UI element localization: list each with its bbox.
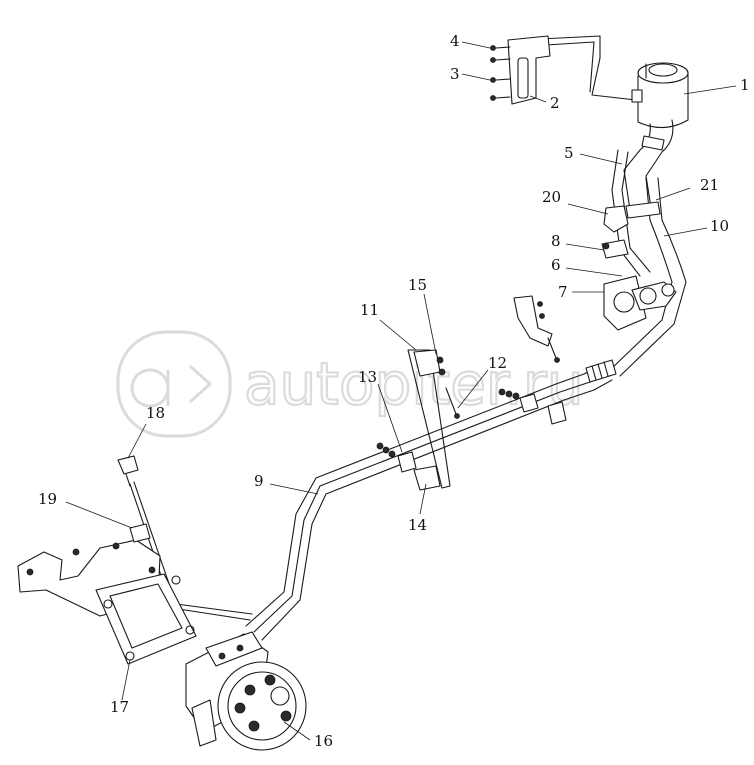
reservoir-bracket (507, 35, 551, 105)
pressure-lines (245, 359, 617, 641)
callout-17: 17 (110, 698, 129, 716)
line-support-bracket (407, 349, 460, 491)
callout-20: 20 (542, 188, 561, 206)
callout-1: 1 (740, 76, 750, 94)
valve-block (601, 239, 677, 331)
callout-5: 5 (564, 144, 574, 162)
hose-10 (609, 177, 673, 371)
callout-6: 6 (551, 256, 561, 274)
callout-19: 19 (38, 490, 57, 508)
callout-16: 16 (314, 732, 333, 750)
mid-bracket (513, 295, 560, 363)
callout-9: 9 (254, 472, 264, 490)
leader-lines (65, 41, 737, 741)
watermark-logo-icon (116, 330, 232, 438)
callout-4: 4 (450, 32, 460, 50)
callout-13: 13 (358, 368, 377, 386)
pump-body (217, 661, 307, 751)
callout-18: 18 (146, 404, 165, 422)
callout-12: 12 (488, 354, 507, 372)
callout-labels: 1 2 3 4 5 6 7 8 9 10 11 12 13 14 15 16 1… (38, 32, 750, 750)
callout-11: 11 (360, 301, 379, 319)
callout-2: 2 (550, 94, 560, 112)
bracket-bolts (490, 45, 511, 101)
callout-8: 8 (551, 232, 561, 250)
callout-21: 21 (700, 176, 719, 194)
watermark-logo-mark-icon (130, 364, 213, 408)
hose-clamp (625, 201, 661, 219)
callout-10: 10 (710, 217, 729, 235)
pump-mount-bracket (17, 523, 197, 665)
hose-lines-upper (603, 149, 687, 377)
steering-pump (185, 631, 307, 751)
callout-14: 14 (408, 516, 427, 534)
callout-3: 3 (450, 65, 460, 83)
reservoir-assembly (490, 35, 689, 215)
callout-15: 15 (408, 276, 427, 294)
clamp-bracket-20 (603, 205, 629, 233)
pump-mount-plate (95, 573, 197, 665)
callout-7: 7 (558, 283, 568, 301)
